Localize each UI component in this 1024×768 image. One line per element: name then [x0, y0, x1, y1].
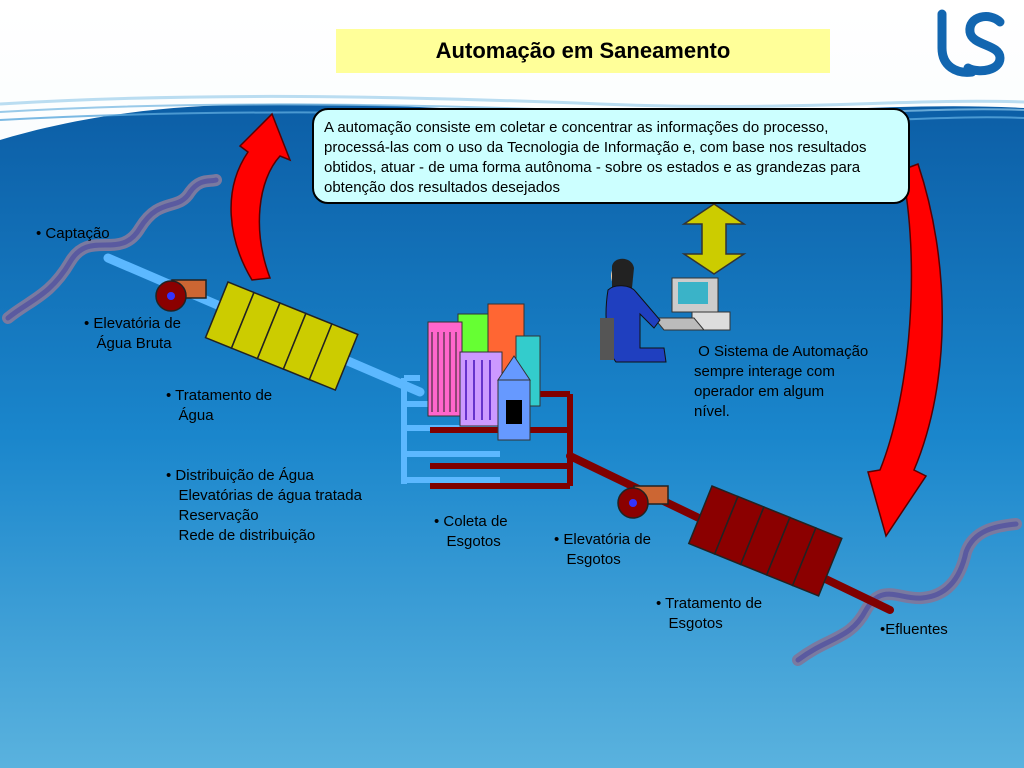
label-coleta-esgotos: • Coleta de Esgotos	[434, 513, 508, 550]
logo-icon	[937, 9, 1005, 77]
river-lower	[792, 518, 1022, 666]
label-elevatoria-esgotos: • Elevatória de Esgotos	[554, 531, 651, 568]
page-title: Automação em Saneamento	[336, 29, 830, 73]
label-tratamento-esgotos: • Tratamento de Esgotos	[656, 595, 763, 632]
pump-icon	[155, 279, 207, 312]
label-efluentes: •Efluentes	[880, 621, 948, 638]
curved-arrow-icon	[867, 163, 943, 538]
double-arrow-icon	[681, 203, 747, 275]
pump-icon	[617, 485, 669, 519]
label-captacao: • Captação	[36, 225, 110, 242]
water-treatment-icon	[204, 281, 359, 392]
operator-computer-icon	[600, 258, 731, 363]
label-sistema-automacao: O Sistema de Automação sempre interage c…	[694, 343, 869, 420]
sewer-treatment-icon	[687, 485, 843, 597]
river-upper	[2, 174, 222, 324]
city-buildings-icon	[427, 303, 541, 441]
label-tratamento-agua: • Tratamento de Água	[166, 387, 273, 424]
automation-definition-box: A automação consiste em coletar e concen…	[312, 108, 910, 204]
label-distribuicao-agua: • Distribuição de Água Elevatórias de ág…	[166, 467, 362, 544]
curved-arrow-icon	[230, 112, 292, 281]
label-elevatoria-agua-bruta: • Elevatória de Água Bruta	[84, 315, 181, 352]
